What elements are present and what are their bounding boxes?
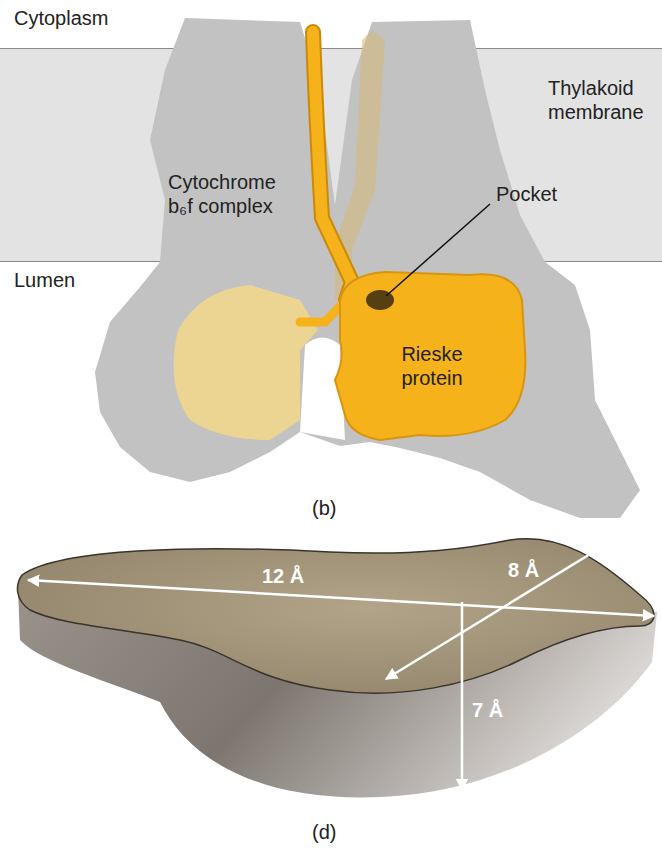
rieske-label: Rieske protein (380, 342, 484, 390)
region-label: Cytoplasm (14, 6, 154, 30)
callout-label: Pocket (496, 182, 596, 206)
dimension-label: 7 Å (472, 698, 522, 722)
panel-label: (b) (312, 496, 362, 520)
rieske-shape: Rieske protein (300, 18, 530, 448)
membrane-label: Thylakoid membrane (548, 76, 660, 124)
complex-label: Cytochrome b₆f complex (168, 170, 296, 218)
region-label: Lumen (14, 268, 154, 292)
panel-label: (d) (312, 820, 362, 844)
dimension-label: 8 Å (508, 558, 558, 582)
dimension-label: 12 Å (262, 564, 332, 588)
